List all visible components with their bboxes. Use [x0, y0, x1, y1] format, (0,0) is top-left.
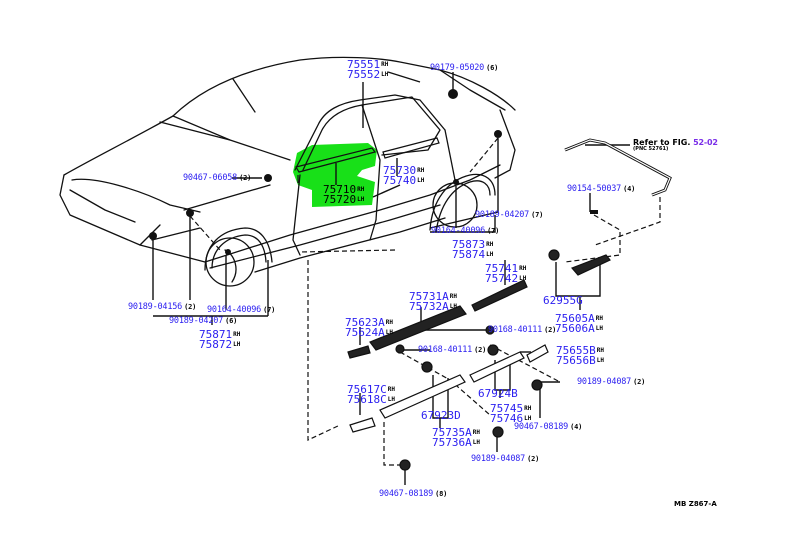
callout-90467-08189-right[interactable]: 90467-08189(4) [514, 422, 583, 432]
highlighted-part-region [293, 143, 377, 207]
drawing-code: MB Z867-A [674, 500, 717, 508]
callout-75551-75552[interactable]: 75551RH 75552LH [347, 58, 389, 81]
callout-75730-75740[interactable]: 75730RH 75740LH [383, 164, 425, 187]
callout-90168-40111-upper[interactable]: 90168-40111(2) [488, 325, 557, 335]
reference-note[interactable]: Refer to FIG. 52-02 (PNC 52761) [633, 138, 718, 152]
callout-90168-40111-lower[interactable]: 90168-40111(2) [418, 345, 487, 355]
callout-90164-40096-front[interactable]: 90164-40096(7) [207, 305, 276, 315]
callout-75623A-75624A[interactable]: 75623ARH 75624ALH [345, 316, 393, 339]
dashed-lines [189, 137, 661, 466]
callout-75741-75742[interactable]: 75741RH 75742LH [485, 262, 527, 285]
belt-moulding-front [295, 147, 377, 183]
callout-90467-06058[interactable]: 90467-06058(2) [183, 173, 252, 183]
belt-moulding-rear [382, 137, 440, 159]
callout-75617C-75618C[interactable]: 75617CRH 75618CLH [347, 383, 395, 406]
callout-90164-40096-rear[interactable]: 90164-40096(7) [431, 226, 500, 236]
callout-90179-05020[interactable]: 90179-05020(6) [430, 63, 499, 73]
callout-67923D[interactable]: 67923D [421, 409, 461, 422]
callout-75731A-75732A[interactable]: 75731ARH 75732ALH [409, 290, 457, 313]
fasteners-on-car [149, 89, 502, 255]
callout-75710-75720-highlighted[interactable]: 75710RH 75720LH [323, 183, 365, 206]
callout-90467-08189-bottom[interactable]: 90467-08189(8) [379, 489, 448, 499]
callout-90154-50037[interactable]: 90154-50037(4) [567, 184, 636, 194]
callout-90189-04087-bottom[interactable]: 90189-04087(2) [471, 454, 540, 464]
callout-75605A-75606A[interactable]: 75605ARH 75606ALH [555, 312, 603, 335]
callout-90189-04156[interactable]: 90189-04156(2) [128, 302, 197, 312]
callout-67924B[interactable]: 67924B [478, 387, 518, 400]
callout-62955G[interactable]: 62955G [543, 294, 583, 307]
callout-90189-04087-right[interactable]: 90189-04087(2) [577, 377, 646, 387]
exploded-parts [347, 210, 611, 471]
callout-75873-75874[interactable]: 75873RH 75874LH [452, 238, 494, 261]
callout-75735A-75736A[interactable]: 75735ARH 75736ALH [432, 426, 480, 449]
reference-trim-rod-inner [564, 139, 671, 196]
callout-90189-04207-rear[interactable]: 90189-04207(7) [475, 210, 544, 220]
callout-75871-75872[interactable]: 75871RH 75872LH [199, 328, 241, 351]
leader-lines [152, 71, 630, 485]
callout-90189-04207-front[interactable]: 90189-04207(6) [169, 316, 238, 326]
callout-75655B-75656B[interactable]: 75655BRH 75656BLH [556, 344, 604, 367]
callout-75745-75746[interactable]: 75745RH 75746LH [490, 402, 532, 425]
reference-fig-link[interactable]: 52-02 [693, 138, 718, 147]
car-body-outline [59, 56, 516, 287]
